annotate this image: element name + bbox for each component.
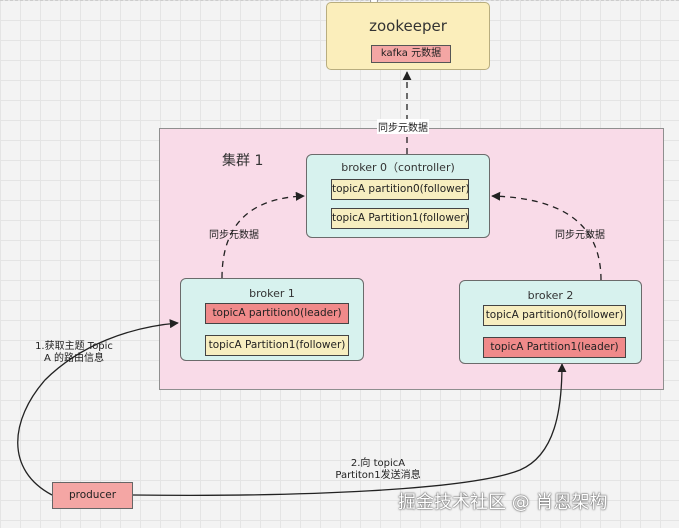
top-guide-line	[0, 0, 679, 5]
broker-2-title: broker 2	[527, 289, 574, 302]
broker-1-partition-0[interactable]: topicA partition0(leader)	[205, 303, 349, 324]
zookeeper-title: zookeeper	[369, 17, 447, 35]
broker-2-partition-0[interactable]: topicA partition0(follower)	[483, 305, 626, 326]
edge-producer-to-broker1	[17, 319, 179, 496]
edge-broker1-to-broker0	[221, 191, 305, 279]
edge-label-sync-top: 同步元数据	[377, 119, 429, 134]
broker-1-title: broker 1	[249, 287, 295, 300]
watermark: 掘金技术社区 @ 肖恩架构	[398, 492, 608, 513]
edge-label-step2-line2: Partiton1发送消息	[335, 470, 421, 481]
edge-label-step2: 2.向 topicA Partiton1发送消息	[318, 458, 438, 482]
edge-label-step2-line1: 2.向 topicA	[350, 458, 406, 469]
cluster-label: 集群 1	[222, 153, 264, 169]
kafka-metadata-badge: kafka 元数据	[371, 45, 451, 63]
edge-producer-to-broker2	[132, 363, 567, 496]
broker-0-title: broker 0（controller)	[341, 161, 455, 174]
producer-node[interactable]: producer	[52, 482, 133, 509]
broker-2[interactable]: broker 2 topicA partition0(follower) top…	[459, 280, 642, 364]
broker-1-partition-1[interactable]: topicA Partition1(follower)	[205, 335, 349, 356]
broker-2-partition-1[interactable]: topicA Partition1(leader)	[483, 337, 626, 358]
zookeeper-node[interactable]: zookeeper kafka 元数据	[326, 2, 490, 70]
edge-label-sync-left: 同步元数据	[209, 230, 259, 241]
edge-broker2-to-broker0	[491, 191, 602, 281]
broker-0[interactable]: broker 0（controller) topicA partition0(f…	[306, 154, 490, 238]
broker-0-partition-1[interactable]: topicA Partition1(follower)	[331, 208, 469, 229]
edge-label-sync-right: 同步元数据	[555, 230, 605, 241]
edge-label-step1-line2: A 的路由信息	[43, 353, 105, 364]
broker-0-partition-0[interactable]: topicA partition0(follower)	[331, 179, 470, 200]
broker-1[interactable]: broker 1 topicA partition0(leader) topic…	[180, 278, 364, 361]
edge-label-step1-line1: 1.获取主题 Topic	[35, 341, 113, 352]
edge-label-step1: 1.获取主题 Topic A 的路由信息	[14, 341, 134, 365]
